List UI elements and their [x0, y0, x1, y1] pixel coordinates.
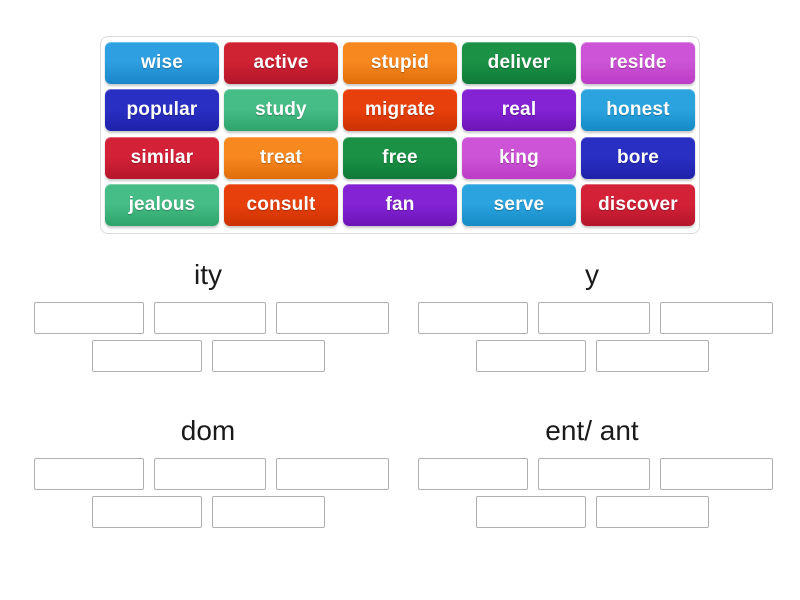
tile-row: similar treat free king bore	[105, 136, 695, 181]
drop-slot[interactable]	[538, 302, 650, 334]
word-tile[interactable]: similar	[105, 136, 219, 179]
drop-slot[interactable]	[34, 302, 144, 334]
word-tile[interactable]: popular	[105, 89, 219, 132]
word-tile[interactable]: free	[343, 136, 457, 179]
drop-slot-row	[18, 302, 398, 334]
word-tile[interactable]: wise	[105, 42, 219, 84]
word-tile[interactable]: real	[462, 89, 576, 132]
drop-slot[interactable]	[211, 496, 325, 528]
word-tile[interactable]: treat	[224, 136, 338, 179]
drop-slot[interactable]	[475, 496, 586, 528]
drop-slot-row	[18, 340, 398, 372]
category-title: ity	[194, 259, 222, 290]
tile-row: jealous consult fan serve discover	[105, 183, 695, 228]
word-tile[interactable]: serve	[462, 183, 576, 226]
drop-slot-row	[402, 340, 782, 372]
sort-category-dom: dom	[18, 414, 398, 528]
word-tile[interactable]: reside	[581, 42, 695, 84]
word-tile[interactable]: discover	[581, 183, 695, 226]
drop-slot-row	[402, 496, 782, 528]
drop-slot[interactable]	[154, 302, 266, 334]
sort-category-y: y	[402, 258, 782, 372]
drop-slot[interactable]	[34, 458, 144, 490]
drop-slot[interactable]	[595, 496, 709, 528]
drop-slot-row	[18, 458, 398, 490]
word-tile[interactable]: study	[224, 89, 338, 132]
drop-slot[interactable]	[154, 458, 266, 490]
sort-category-ent-ant: ent/ ant	[402, 414, 782, 528]
drop-slot-row	[402, 458, 782, 490]
drop-slot[interactable]	[660, 302, 773, 334]
word-tile-tray: wise active stupid deliver reside popula…	[100, 36, 700, 234]
drop-slot[interactable]	[660, 458, 773, 490]
drop-slot[interactable]	[276, 458, 389, 490]
drop-slot[interactable]	[418, 458, 528, 490]
tile-row: popular study migrate real honest	[105, 89, 695, 133]
drop-slot[interactable]	[211, 340, 325, 372]
drop-slot-row	[18, 496, 398, 528]
drop-slot-row	[402, 302, 782, 334]
drop-slot[interactable]	[475, 340, 586, 372]
category-title: y	[585, 259, 599, 290]
sort-category-ity: ity	[18, 258, 398, 372]
drop-slot[interactable]	[418, 302, 528, 334]
word-tile[interactable]: bore	[581, 136, 695, 179]
category-title: dom	[180, 415, 236, 446]
word-tile[interactable]: stupid	[343, 42, 457, 84]
drop-slot[interactable]	[91, 496, 202, 528]
tile-row: wise active stupid deliver reside	[105, 42, 695, 86]
drop-slot[interactable]	[595, 340, 709, 372]
word-tile[interactable]: fan	[343, 183, 457, 226]
word-tile[interactable]: honest	[581, 89, 695, 132]
word-tile[interactable]: consult	[224, 183, 338, 226]
word-tile[interactable]: jealous	[105, 183, 219, 226]
drop-slot[interactable]	[91, 340, 202, 372]
word-tile[interactable]: migrate	[343, 89, 457, 132]
word-tile[interactable]: active	[224, 42, 338, 84]
word-tile[interactable]: deliver	[462, 42, 576, 84]
word-tile[interactable]: king	[462, 136, 576, 179]
category-title: ent/ ant	[545, 415, 639, 446]
drop-slot[interactable]	[276, 302, 389, 334]
drop-slot[interactable]	[538, 458, 650, 490]
